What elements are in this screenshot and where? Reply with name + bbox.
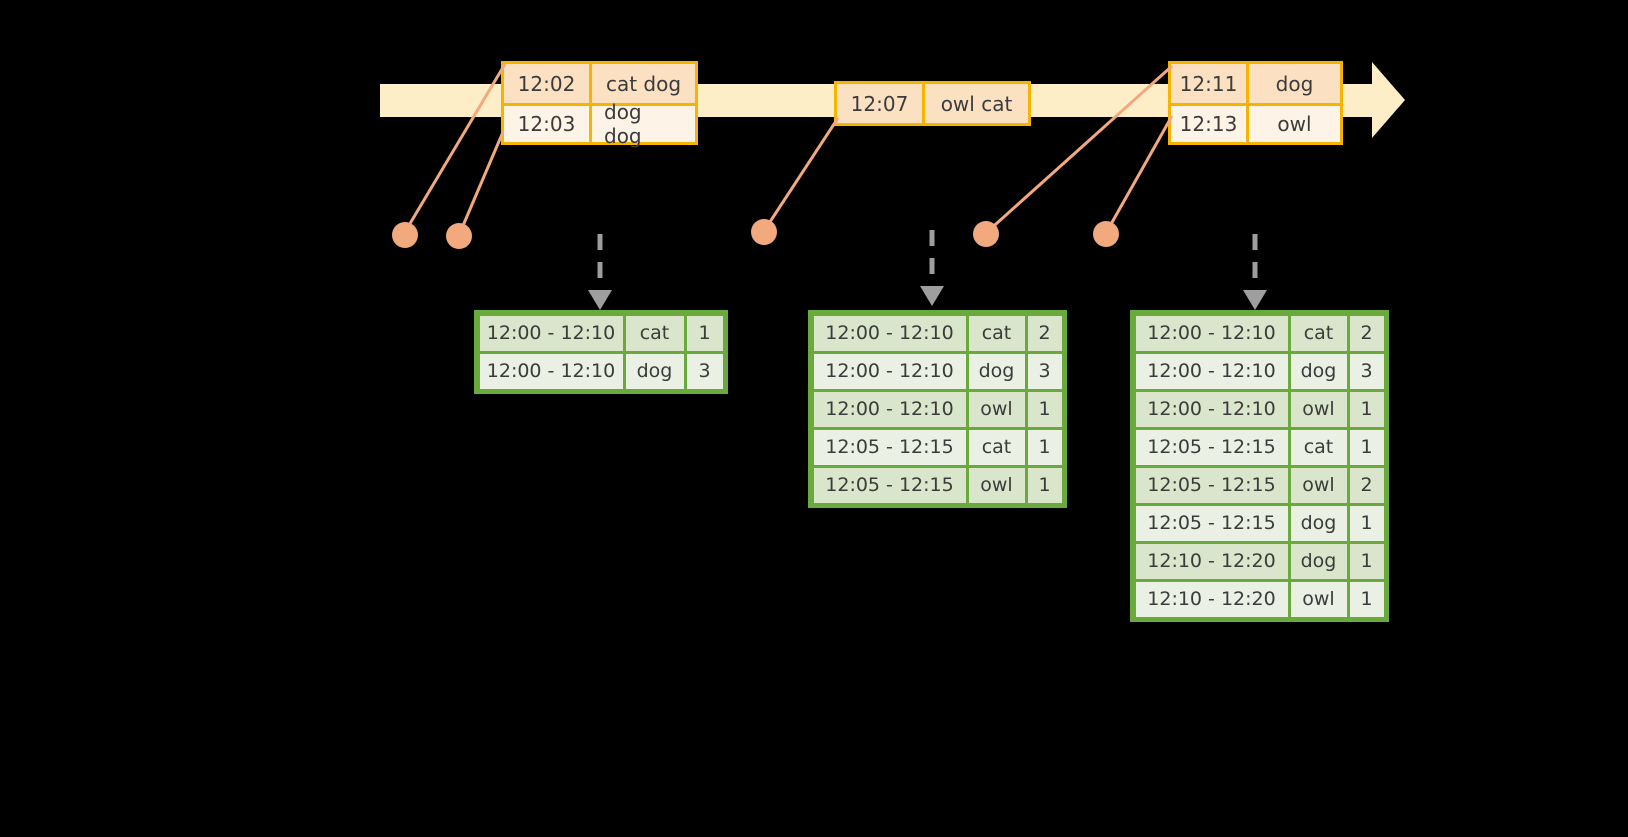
connector-dot [751,219,777,245]
table-row: 12:10 - 12:20 owl 1 [1134,580,1385,618]
dashed-arrow-heads [588,286,1267,310]
table-row: 12:00 - 12:10 dog 3 [478,352,724,390]
cell-window: 12:05 - 12:15 [813,429,966,465]
result-table[interactable]: 12:00 - 12:10 cat 2 12:00 - 12:10 dog 3 … [808,310,1067,508]
event-row: 12:07 owl cat [837,84,1028,123]
table-row: 12:00 - 12:10 cat 2 [812,314,1063,352]
cell-word: owl [1290,391,1347,427]
connector-dot [1093,221,1119,247]
cell-word: owl [1290,467,1347,503]
connector-dots [392,219,1119,249]
cell-count: 1 [1027,467,1062,503]
cell-count: 2 [1349,315,1384,351]
cell-window: 12:00 - 12:10 [479,315,623,351]
cell-window: 12:00 - 12:10 [1135,353,1288,389]
result-table[interactable]: 12:00 - 12:10 cat 1 12:00 - 12:10 dog 3 [474,310,728,394]
cell-window: 12:00 - 12:10 [813,353,966,389]
arrow-head-icon [920,286,944,306]
table-row: 12:05 - 12:15 cat 1 [1134,428,1385,466]
connector-dot [392,222,418,248]
table-row: 12:10 - 12:20 dog 1 [1134,542,1385,580]
cell-count: 2 [1027,315,1062,351]
event-words: dog dog [589,100,695,148]
cell-count: 1 [1027,429,1062,465]
cell-word: owl [968,391,1025,427]
cell-word: cat [1290,315,1347,351]
event-row: 12:02 cat dog [504,64,695,103]
cell-window: 12:05 - 12:15 [1135,467,1288,503]
event-box[interactable]: 12:11 dog 12:13 owl [1168,61,1343,145]
event-row: 12:13 owl [1171,103,1340,142]
cell-window: 12:05 - 12:15 [1135,429,1288,465]
table-row: 12:05 - 12:15 dog 1 [1134,504,1385,542]
event-words: owl cat [922,84,1028,123]
cell-count: 3 [1027,353,1062,389]
table-row: 12:00 - 12:10 owl 1 [812,390,1063,428]
event-words: dog [1246,64,1340,103]
event-time: 12:07 [850,91,909,116]
cell-word: dog [625,353,684,389]
cell-window: 12:05 - 12:15 [813,467,966,503]
cell-word: dog [1290,353,1347,389]
table-row: 12:05 - 12:15 owl 1 [812,466,1063,504]
cell-word: cat [625,315,684,351]
cell-window: 12:00 - 12:10 [479,353,623,389]
cell-word: cat [968,315,1025,351]
event-box[interactable]: 12:02 cat dog 12:03 dog dog [501,61,698,148]
event-time: 12:11 [1179,71,1238,96]
event-row: 12:03 dog dog [504,100,695,148]
cell-window: 12:00 - 12:10 [813,391,966,427]
arrow-head-icon [588,290,612,310]
cell-word: dog [968,353,1025,389]
cell-count: 1 [1349,581,1384,617]
cell-count: 2 [1349,467,1384,503]
dashed-arrow-lines [597,230,1258,290]
cell-count: 1 [1349,391,1384,427]
event-words: owl [1246,106,1340,142]
timeline-arrowhead-icon [1372,62,1405,138]
result-table[interactable]: 12:00 - 12:10 cat 2 12:00 - 12:10 dog 3 … [1130,310,1389,622]
event-words: cat dog [589,64,695,103]
cell-word: owl [1290,581,1347,617]
cell-window: 12:00 - 12:10 [813,315,966,351]
cell-word: dog [1290,505,1347,541]
table-row: 12:00 - 12:10 cat 2 [1134,314,1385,352]
table-row: 12:00 - 12:10 cat 1 [478,314,724,352]
cell-window: 12:10 - 12:20 [1135,581,1288,617]
cell-word: dog [1290,543,1347,579]
cell-window: 12:00 - 12:10 [1135,315,1288,351]
cell-count: 1 [1349,543,1384,579]
table-row: 12:00 - 12:10 dog 3 [1134,352,1385,390]
cell-count: 1 [1349,429,1384,465]
connector-dot [446,223,472,249]
arrow-head-icon [1243,290,1267,310]
table-row: 12:00 - 12:10 owl 1 [1134,390,1385,428]
event-time: 12:13 [1179,112,1238,136]
cell-count: 1 [1349,505,1384,541]
cell-count: 1 [1027,391,1062,427]
cell-word: cat [1290,429,1347,465]
connector-dot [973,221,999,247]
event-box[interactable]: 12:07 owl cat [834,81,1031,126]
cell-count: 3 [1349,353,1384,389]
cell-window: 12:05 - 12:15 [1135,505,1288,541]
table-row: 12:05 - 12:15 cat 1 [812,428,1063,466]
table-row: 12:05 - 12:15 owl 2 [1134,466,1385,504]
cell-count: 1 [686,315,723,351]
cell-word: cat [968,429,1025,465]
cell-window: 12:10 - 12:20 [1135,543,1288,579]
cell-word: owl [968,467,1025,503]
event-time: 12:03 [517,112,576,136]
cell-window: 12:00 - 12:10 [1135,391,1288,427]
table-row: 12:00 - 12:10 dog 3 [812,352,1063,390]
cell-count: 3 [686,353,723,389]
event-row: 12:11 dog [1171,64,1340,103]
event-time: 12:02 [517,71,576,96]
